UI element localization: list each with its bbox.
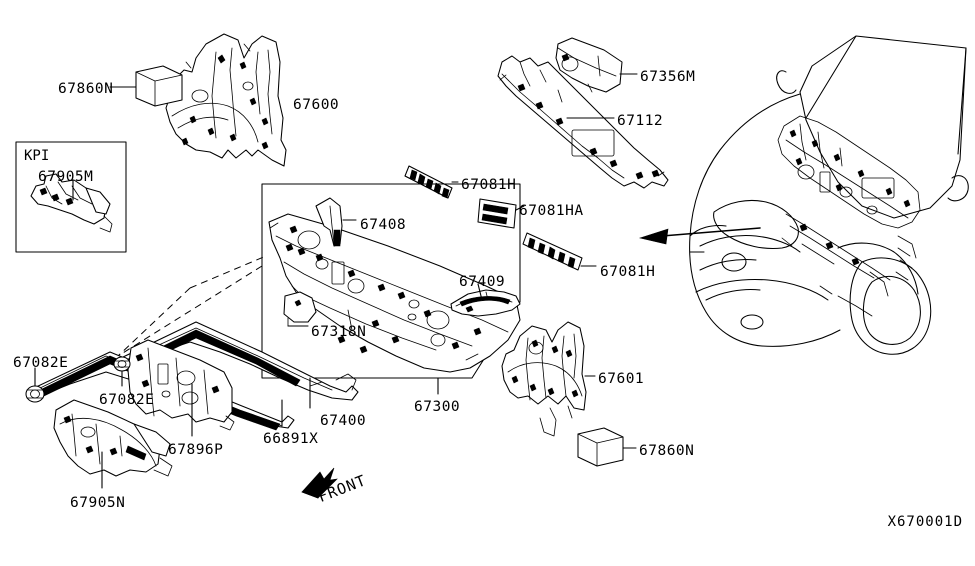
- part-shape-67081ha: [477, 198, 517, 229]
- part-label-67081h-lower: 67081H: [600, 264, 656, 280]
- vehicle-illustration: [689, 35, 969, 355]
- part-shape-67409: [450, 289, 521, 317]
- part-shape-67408: [315, 197, 343, 247]
- part-label-67600: 67600: [293, 97, 340, 113]
- part-label-67081h-upper: 67081H: [461, 177, 517, 193]
- part-shape-67081h-upper: [404, 165, 453, 199]
- part-label-67905n: 67905N: [70, 495, 126, 511]
- part-shape-67112: [497, 55, 669, 189]
- part-label-67408: 67408: [360, 217, 407, 233]
- part-shape-67356m: [555, 37, 623, 93]
- part-label-67112: 67112: [617, 113, 664, 129]
- part-shape-67082e-left: [25, 385, 45, 403]
- part-label-67860n-lower: 67860N: [639, 443, 695, 459]
- part-label-67905m: 67905M: [38, 169, 94, 185]
- part-shape-67082e-right: [113, 356, 131, 372]
- part-shape-67860n-upper: [135, 65, 183, 107]
- vehicle-callout-arrow: [638, 227, 761, 245]
- part-shape-67318n: [283, 291, 317, 327]
- part-shape-67905n: [53, 399, 173, 477]
- part-shape-67600: [165, 33, 287, 167]
- part-label-66891x: 66891X: [263, 431, 319, 447]
- part-label-67896p: 67896P: [168, 442, 224, 458]
- exploded-guide-lines: [117, 255, 267, 357]
- diagram-id-code: X670001D: [887, 514, 963, 530]
- part-shape-67896p: [127, 339, 235, 431]
- part-label-67082e-right: 67082E: [99, 392, 155, 408]
- part-label-67082e-left: 67082E: [13, 355, 69, 371]
- kpi-inset-box: [15, 141, 127, 253]
- part-shape-67860n-lower: [577, 427, 624, 467]
- front-direction-arrow: [301, 467, 338, 499]
- part-shape-67081h-lower: [522, 232, 583, 271]
- part-label-67300: 67300: [414, 399, 461, 415]
- part-label-67400: 67400: [320, 413, 367, 429]
- kpi-inset-title: KPI: [24, 148, 50, 164]
- part-shape-67601: [501, 321, 587, 437]
- part-label-67601: 67601: [598, 371, 645, 387]
- leader-67409: [477, 283, 483, 301]
- part-label-67081ha: 67081HA: [519, 203, 584, 219]
- part-label-67318n: 67318N: [311, 324, 367, 340]
- part-shape-67300: [268, 213, 521, 373]
- part-label-67409: 67409: [459, 274, 506, 290]
- part-label-67356m: 67356M: [640, 69, 696, 85]
- part-label-67860n-upper: 67860N: [58, 81, 114, 97]
